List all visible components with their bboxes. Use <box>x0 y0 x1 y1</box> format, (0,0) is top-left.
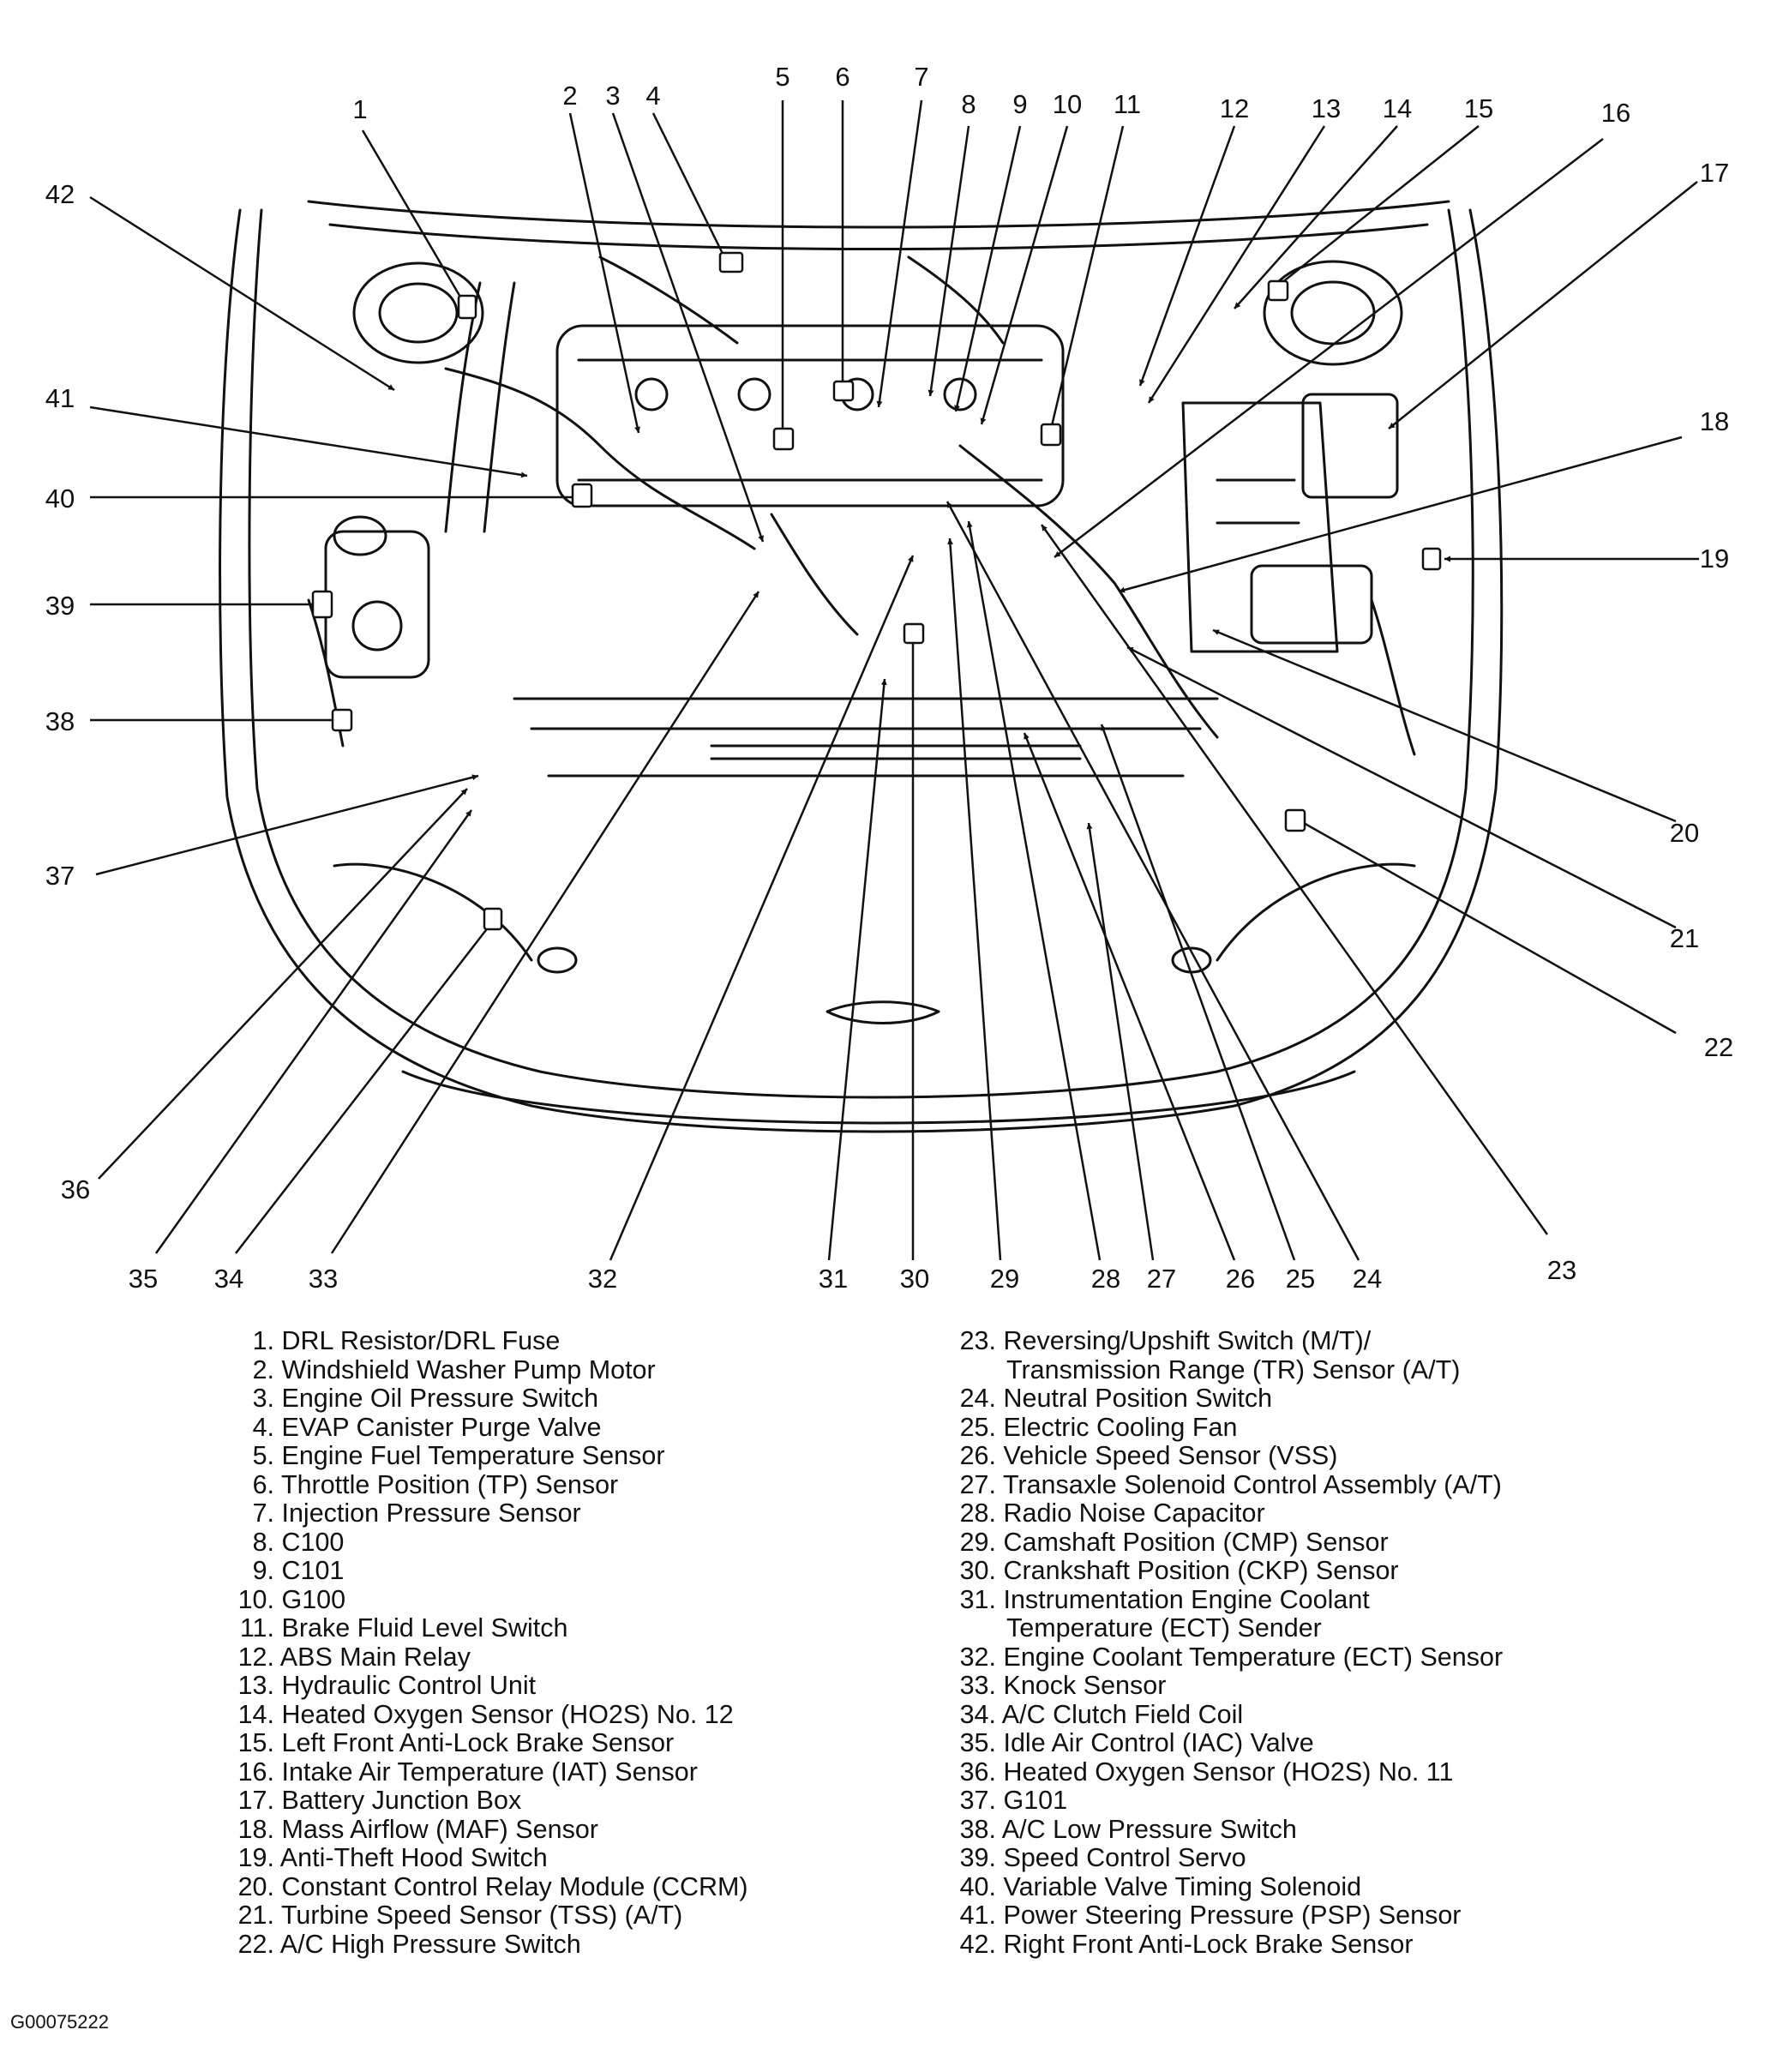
legend-item: 40. Variable Valve Timing Solenoid <box>959 1871 1362 1901</box>
legend-item: 16. Intake Air Temperature (IAT) Sensor <box>237 1757 698 1787</box>
callout-36: 36 <box>61 1174 90 1204</box>
callout-6: 6 <box>835 62 849 92</box>
legend-item: 35. Idle Air Control (IAC) Valve <box>959 1728 1314 1757</box>
callout-21: 21 <box>1670 923 1699 953</box>
callout-12: 12 <box>1220 93 1249 123</box>
callout-5: 5 <box>775 62 789 92</box>
legend-item: 39. Speed Control Servo <box>959 1843 1246 1872</box>
callout-25: 25 <box>1286 1264 1315 1294</box>
callout-41: 41 <box>45 383 75 413</box>
callout-29: 29 <box>990 1264 1019 1294</box>
legend-item: 9. C101 <box>252 1556 345 1585</box>
callout-32: 32 <box>588 1264 617 1294</box>
legend-item: 41. Power Steering Pressure (PSP) Sensor <box>959 1901 1462 1930</box>
callout-13: 13 <box>1312 93 1341 123</box>
legend-item: 21. Turbine Speed Sensor (TSS) (A/T) <box>237 1901 683 1930</box>
callout-30: 30 <box>900 1264 929 1294</box>
engine-compartment-diagram: 1 2 3 4 5 6 7 8 9 10 11 12 13 14 15 16 1… <box>45 62 1733 1294</box>
callout-7: 7 <box>914 62 928 92</box>
legend-item-continuation: Temperature (ECT) Sender <box>1006 1613 1322 1643</box>
leader-lines <box>89 99 1699 1261</box>
callout-11: 11 <box>1114 89 1141 119</box>
callout-14: 14 <box>1383 93 1412 123</box>
legend-item: 29. Camshaft Position (CMP) Sensor <box>959 1527 1389 1557</box>
callout-22: 22 <box>1704 1032 1733 1062</box>
callout-3: 3 <box>605 81 620 111</box>
legend-item: 10. G100 <box>237 1584 346 1614</box>
callout-24: 24 <box>1353 1264 1382 1294</box>
legend-item: 14. Heated Oxygen Sensor (HO2S) No. 12 <box>237 1699 734 1729</box>
callout-26: 26 <box>1226 1264 1255 1294</box>
legend-item: 11. Brake Fluid Level Switch <box>239 1613 568 1643</box>
legend-item: 27. Transaxle Solenoid Control Assembly … <box>959 1469 1502 1499</box>
callout-16: 16 <box>1601 98 1630 128</box>
legend-item: 6. Throttle Position (TP) Sensor <box>252 1469 619 1499</box>
legend-item: 7. Injection Pressure Sensor <box>252 1498 581 1528</box>
legend-item: 23. Reversing/Upshift Switch (M/T)/ Tran… <box>943 1326 1503 1384</box>
callout-18: 18 <box>1700 406 1729 436</box>
legend-item: 32. Engine Coolant Temperature (ECT) Sen… <box>959 1642 1504 1672</box>
legend-item: 34. A/C Clutch Field Coil <box>959 1699 1244 1729</box>
legend-item: 5. Engine Fuel Temperature Sensor <box>252 1441 665 1470</box>
component-markers <box>311 251 1442 931</box>
callout-20: 20 <box>1670 818 1699 848</box>
callout-28: 28 <box>1091 1264 1120 1294</box>
legend-item: 30. Crankshaft Position (CKP) Sensor <box>959 1556 1399 1585</box>
engine-bay-drawing <box>219 200 1504 1133</box>
legend-item: 36. Heated Oxygen Sensor (HO2S) No. 11 <box>959 1757 1454 1787</box>
callout-38: 38 <box>45 706 75 736</box>
legend-item: 31. Instrumentation Engine Coolant Tempe… <box>943 1585 1503 1643</box>
callout-23: 23 <box>1547 1255 1576 1285</box>
callout-37: 37 <box>45 861 75 891</box>
legend-item: 4. EVAP Canister Purge Valve <box>252 1412 602 1442</box>
legend-item: 17. Battery Junction Box <box>237 1786 522 1815</box>
callout-31: 31 <box>819 1264 848 1294</box>
callout-15: 15 <box>1464 93 1493 123</box>
legend-item: 26. Vehicle Speed Sensor (VSS) <box>959 1441 1338 1470</box>
callout-8: 8 <box>961 89 976 119</box>
legend-left: 1. DRL Resistor/DRL Fuse 2. Windshield W… <box>197 1326 748 1959</box>
legend-item: 8. C100 <box>252 1527 345 1557</box>
legend-item: 18. Mass Airflow (MAF) Sensor <box>237 1814 598 1844</box>
legend-item: 33. Knock Sensor <box>959 1671 1167 1700</box>
callout-27: 27 <box>1147 1264 1176 1294</box>
figure-code: G00075222 <box>10 2011 109 2033</box>
legend-item: 15. Left Front Anti-Lock Brake Sensor <box>237 1728 675 1757</box>
legend-item: 22. A/C High Pressure Switch <box>237 1929 581 1959</box>
callout-2: 2 <box>562 81 577 111</box>
legend-item: 38. A/C Low Pressure Switch <box>959 1814 1297 1844</box>
callout-4: 4 <box>645 81 660 111</box>
callout-19: 19 <box>1700 544 1729 574</box>
callout-40: 40 <box>45 483 75 513</box>
callout-39: 39 <box>45 591 75 621</box>
legend-item: 28. Radio Noise Capacitor <box>959 1498 1265 1528</box>
legend-right: 23. Reversing/Upshift Switch (M/T)/ Tran… <box>943 1326 1504 1959</box>
legend-item: 20. Constant Control Relay Module (CCRM) <box>237 1871 748 1901</box>
callout-42: 42 <box>45 179 75 209</box>
legend-item: 3. Engine Oil Pressure Switch <box>252 1384 599 1413</box>
callout-34: 34 <box>214 1264 243 1294</box>
legend-item: 1. DRL Resistor/DRL Fuse <box>252 1326 561 1355</box>
legend-item: 42. Right Front Anti-Lock Brake Sensor <box>959 1929 1414 1959</box>
callout-35: 35 <box>129 1264 158 1294</box>
legend-item: 2. Windshield Washer Pump Motor <box>252 1354 656 1384</box>
legend-item: 13. Hydraulic Control Unit <box>237 1671 537 1700</box>
callout-17: 17 <box>1700 158 1729 188</box>
callout-1: 1 <box>352 94 367 124</box>
callout-10: 10 <box>1053 89 1082 119</box>
legend-item: 12. ABS Main Relay <box>237 1642 471 1672</box>
legend-item: 19. Anti-Theft Hood Switch <box>237 1843 548 1872</box>
callout-9: 9 <box>1012 89 1027 119</box>
legend-item: 24. Neutral Position Switch <box>959 1384 1273 1413</box>
legend-item: 25. Electric Cooling Fan <box>959 1412 1238 1442</box>
callout-33: 33 <box>309 1264 338 1294</box>
callout-numbers: 1 2 3 4 5 6 7 8 9 10 11 12 13 14 15 16 1… <box>45 62 1733 1294</box>
legend-item-continuation: Transmission Range (TR) Sensor (A/T) <box>1006 1354 1461 1384</box>
legend-item: 37. G101 <box>959 1786 1068 1815</box>
